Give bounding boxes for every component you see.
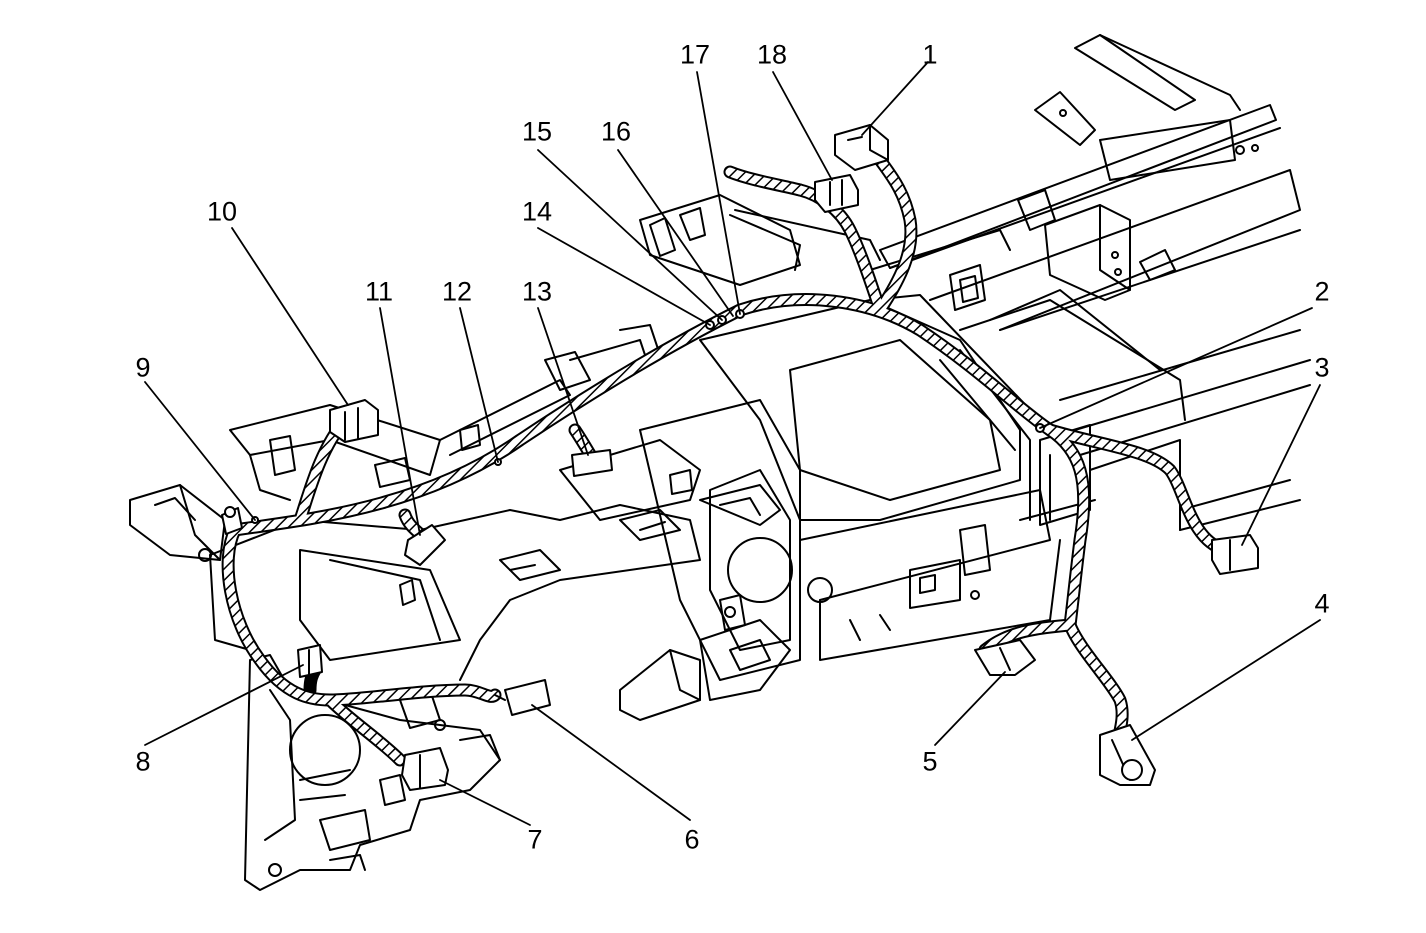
callout-11: 11 [364, 276, 394, 307]
connector-10 [329, 399, 379, 443]
callout-10: 10 [206, 196, 238, 227]
callout-13: 13 [521, 276, 553, 307]
callout-6: 6 [684, 824, 700, 855]
cross-car-beam [879, 34, 1311, 531]
callout-16: 16 [600, 116, 632, 147]
callout-8: 8 [135, 746, 151, 777]
callout-5: 5 [922, 746, 938, 777]
callout-18: 18 [756, 39, 788, 70]
callout-9: 9 [135, 352, 151, 383]
leader-lines [144, 61, 1321, 826]
callout-17: 17 [679, 39, 711, 70]
callout-3: 3 [1314, 352, 1330, 383]
callout-2: 2 [1314, 276, 1330, 307]
connector-11 [404, 524, 446, 566]
callout-1: 1 [922, 39, 938, 70]
callout-15: 15 [521, 116, 553, 147]
left-carrier [129, 324, 781, 891]
connector-13 [571, 449, 613, 477]
callout-14: 14 [521, 196, 553, 227]
connector-3 [1211, 534, 1259, 575]
connectors [221, 124, 1259, 791]
callout-7: 7 [527, 824, 543, 855]
connector-6 [504, 679, 551, 716]
callout-12: 12 [441, 276, 473, 307]
connector-7 [401, 747, 449, 791]
callout-4: 4 [1314, 588, 1330, 619]
connector-18 [814, 174, 859, 213]
